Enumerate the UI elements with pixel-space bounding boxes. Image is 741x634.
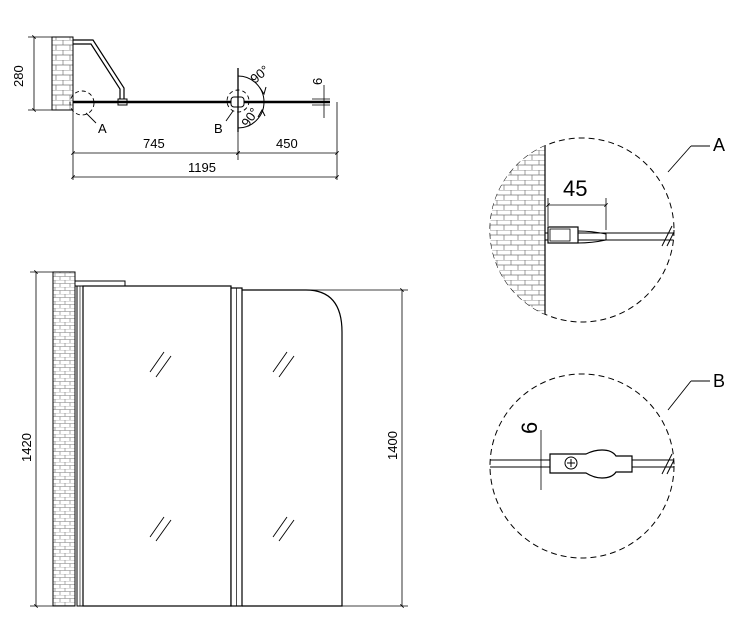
dim-1420: 1420 [19,270,53,608]
svg-text:450: 450 [276,136,298,151]
detail-b: 6 B [489,371,725,559]
top-view-wall [51,36,74,111]
dim-1195: 1195 [71,160,339,179]
fixed-panel [82,285,232,607]
front-view: 1420 1400 [19,270,408,608]
label-b: B [214,121,223,136]
detail-marker-a [69,90,95,116]
dim-745: 745 [71,136,240,155]
svg-text:45: 45 [563,176,587,201]
detail-a: 45 A [489,135,725,323]
svg-text:280: 280 [11,65,26,87]
glass-reflections [149,351,295,542]
callout-a: A [713,135,725,155]
svg-text:1420: 1420 [19,433,34,462]
svg-text:6: 6 [310,78,325,85]
swing-panel [242,289,343,607]
svg-text:745: 745 [143,136,165,151]
dim-450: 450 [236,136,339,155]
angle-label-top: 90° [247,62,272,86]
dim-1400: 1400 [306,288,408,608]
angle-arc-bottom [237,101,265,129]
svg-text:1400: 1400 [385,431,400,460]
callout-b: B [713,371,725,391]
callout-line-b [667,380,692,411]
dim-6-detail: 6 [517,422,550,490]
front-view-wall [52,271,76,607]
dim-6-top: 6 [310,78,330,118]
support-arm [73,39,128,106]
angle-label-bottom: 90° [238,105,262,130]
dim-280: 280 [11,35,52,112]
detail-marker-b [226,89,250,113]
callout-line-a [667,145,692,173]
svg-text:6: 6 [517,422,542,434]
top-view: 90° 90° A B 280 6 745 [11,35,339,180]
angle-arc-top [237,75,265,103]
dim-45: 45 [546,176,608,230]
detail-a-wall [490,138,546,322]
label-a: A [98,121,107,136]
svg-text:1195: 1195 [188,160,216,175]
